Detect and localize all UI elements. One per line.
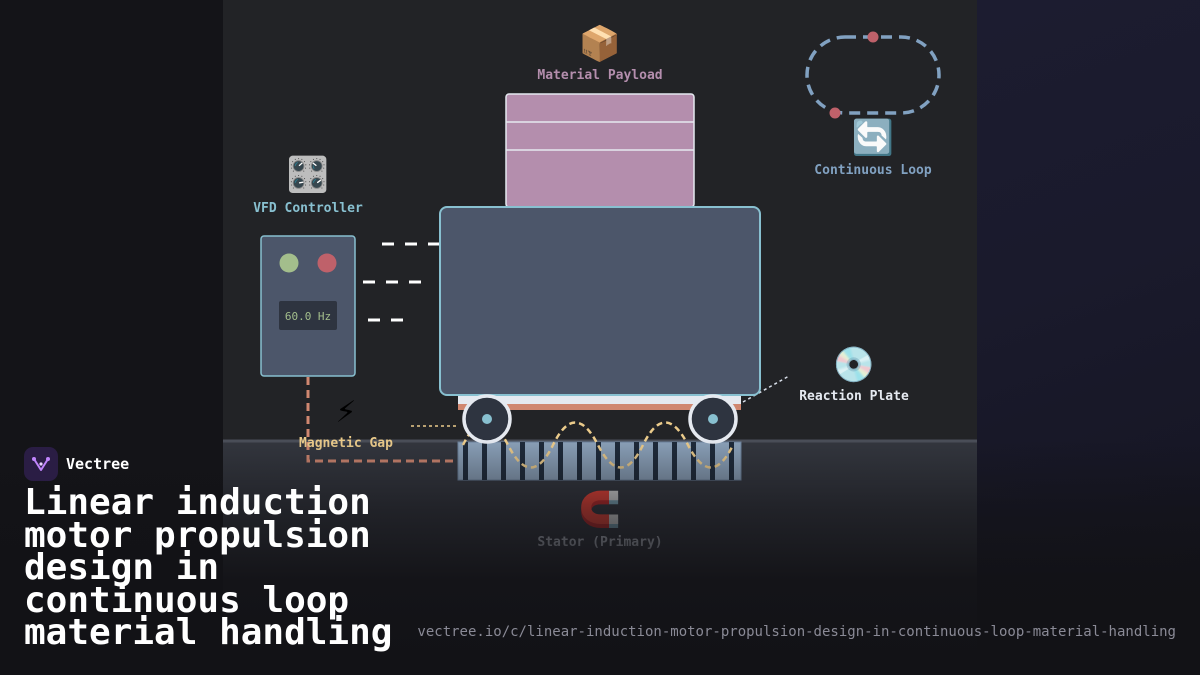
vfd-frequency-readout: 60.0 Hz [284, 310, 332, 323]
payload-crate [505, 93, 695, 208]
vfd-display [279, 301, 337, 330]
page-url[interactable]: vectree.io/c/linear-induction-motor-prop… [417, 624, 1176, 640]
vfd-cabinet [260, 235, 356, 377]
loop-cart-marker-bottom [829, 107, 841, 119]
loop-track [805, 35, 941, 115]
stator-label: Stator (Primary) [537, 535, 663, 550]
brand[interactable]: Vectree [24, 447, 129, 481]
vectree-logo-icon [24, 447, 58, 481]
magnetic-gap-label: Magnetic Gap [299, 436, 393, 451]
lightning-icon: ⚡ [335, 391, 357, 431]
loop-cart-marker-top [867, 31, 879, 43]
vfd-label: VFD Controller [253, 201, 363, 216]
reaction-plate-pointer [742, 375, 790, 403]
wheel-left [462, 394, 512, 444]
cart-body [439, 206, 761, 396]
loop-label: Continuous Loop [814, 163, 932, 178]
page-title: Linear induction motor propulsion design… [24, 482, 393, 653]
box-icon: 📦 [578, 24, 622, 64]
vfd-stop-indicator [317, 253, 337, 273]
reaction-plate-aluminum [458, 396, 741, 404]
payload-label: Material Payload [537, 68, 663, 83]
wheel-right [688, 394, 738, 444]
motion-lines [340, 242, 439, 322]
magnet-icon: 🧲 [578, 490, 622, 530]
reaction-plate-label: Reaction Plate [799, 389, 909, 404]
brand-name: Vectree [66, 455, 130, 473]
reaction-plate-backiron [458, 404, 741, 410]
vfd-run-indicator [279, 253, 299, 273]
disc-icon: 💿 [832, 345, 876, 385]
loop-arrows-icon: 🔄 [851, 118, 895, 158]
control-knobs-icon: 🎛️ [286, 155, 330, 195]
background-right [977, 0, 1200, 675]
